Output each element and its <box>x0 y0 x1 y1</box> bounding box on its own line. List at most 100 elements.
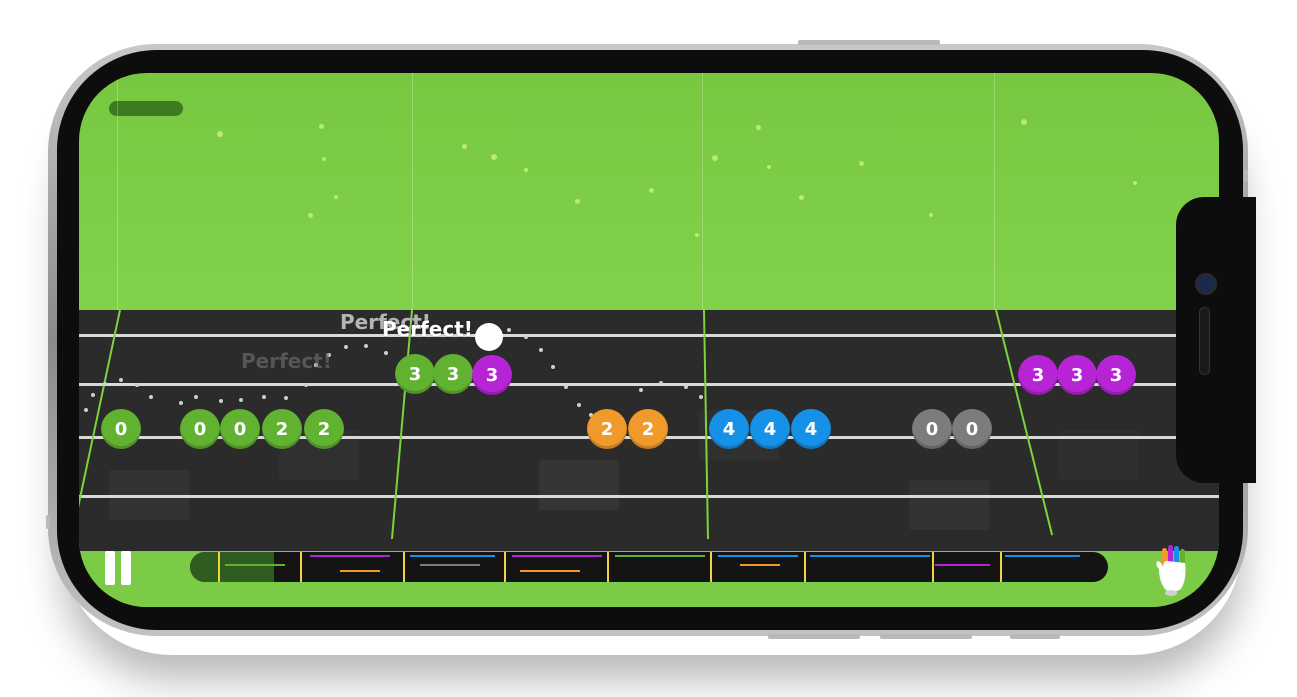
game-screen[interactable]: Perfect! Perfect! Perfect! 0 0 0 2 2 3 3… <box>79 73 1219 607</box>
timeline-section-marker <box>218 552 220 582</box>
timeline-note-dash <box>520 570 580 572</box>
side-button-2 <box>880 634 972 639</box>
sparkle <box>308 213 313 218</box>
note-purple[interactable]: 3 <box>1096 355 1136 395</box>
trail-dot <box>239 398 243 402</box>
timeline-played <box>190 552 274 582</box>
trail-dot <box>539 348 543 352</box>
sparkle <box>217 131 223 137</box>
board-tile <box>539 460 619 510</box>
trail-dot <box>684 385 688 389</box>
timeline-note-dash <box>310 555 390 557</box>
timeline-section-marker <box>504 552 506 582</box>
note-purple[interactable]: 3 <box>1018 355 1058 395</box>
pause-button[interactable] <box>105 551 131 585</box>
sparkle <box>799 195 804 200</box>
trail-dot <box>564 385 568 389</box>
trail-dot <box>91 393 95 397</box>
camera-icon <box>1195 273 1217 295</box>
sky-beat-line <box>994 73 995 310</box>
note-blue[interactable]: 4 <box>750 409 790 449</box>
timeline-section-marker <box>804 552 806 582</box>
trail-dot <box>219 399 223 403</box>
timeline-note-dash <box>340 570 380 572</box>
trail-dot <box>639 388 643 392</box>
song-progress-pill <box>109 101 183 116</box>
beat-line <box>995 309 1054 536</box>
trail-dot <box>344 345 348 349</box>
perfect-label: Perfect! <box>241 349 332 373</box>
hand-button[interactable] <box>1151 539 1191 599</box>
timeline-section-marker <box>932 552 934 582</box>
timeline-note-dash <box>810 555 930 557</box>
speaker-grille <box>1199 307 1210 375</box>
note-green[interactable]: 3 <box>395 354 435 394</box>
side-switch-left <box>46 515 50 529</box>
sparkle <box>695 233 699 237</box>
trail-dot <box>699 395 703 399</box>
sparkle <box>319 124 324 129</box>
side-switch <box>1244 170 1248 182</box>
trail-dot <box>284 396 288 400</box>
note-purple[interactable]: 3 <box>472 355 512 395</box>
bouncing-ball <box>475 323 503 351</box>
sky-beat-line <box>117 73 118 310</box>
pause-icon-bar <box>121 551 131 585</box>
trail-dot <box>551 365 555 369</box>
note-blue[interactable]: 4 <box>791 409 831 449</box>
note-green[interactable]: 3 <box>433 354 473 394</box>
trail-dot <box>384 351 388 355</box>
timeline-section-marker <box>607 552 609 582</box>
timeline-note-dash <box>718 555 798 557</box>
note-purple[interactable]: 3 <box>1057 355 1097 395</box>
note-green[interactable]: 0 <box>180 409 220 449</box>
guitar-string <box>79 334 1219 337</box>
sparkle <box>649 188 654 193</box>
sparkle <box>767 165 771 169</box>
sparkle <box>712 155 718 161</box>
note-blue[interactable]: 4 <box>709 409 749 449</box>
pause-icon <box>105 551 115 585</box>
timeline-note-dash <box>935 564 990 566</box>
trail-dot <box>659 381 663 385</box>
sparkle <box>1021 119 1027 125</box>
note-orange[interactable]: 2 <box>628 409 668 449</box>
note-green[interactable]: 0 <box>220 409 260 449</box>
trail-dot <box>364 344 368 348</box>
song-timeline[interactable] <box>190 552 1108 582</box>
sky-beat-line <box>412 73 413 310</box>
note-green[interactable]: 2 <box>304 409 344 449</box>
guitar-string <box>79 495 1219 498</box>
guitar-string <box>79 383 1219 386</box>
timeline-section-marker <box>1000 552 1002 582</box>
volume-button <box>798 40 940 45</box>
timeline-note-dash <box>410 555 495 557</box>
board-tile <box>909 480 989 530</box>
perfect-label: Perfect! <box>382 317 473 341</box>
sparkle <box>334 195 338 199</box>
sparkle <box>859 161 864 166</box>
timeline-note-dash <box>740 564 780 566</box>
trail-dot <box>262 395 266 399</box>
sparkle <box>462 144 467 149</box>
timeline-section-marker <box>300 552 302 582</box>
sky-beat-line <box>702 73 703 310</box>
timeline-section-marker <box>710 552 712 582</box>
timeline-note-dash <box>225 564 285 566</box>
note-green[interactable]: 2 <box>262 409 302 449</box>
sparkle <box>322 157 326 161</box>
phone-notch <box>1176 197 1256 483</box>
timeline-note-dash <box>420 564 480 566</box>
timeline-note-dash <box>615 555 705 557</box>
trail-dot <box>304 383 308 387</box>
note-green[interactable]: 0 <box>101 409 141 449</box>
trail-dot <box>314 363 318 367</box>
trail-dot <box>507 328 511 332</box>
trail-dot <box>135 383 139 387</box>
note-orange[interactable]: 2 <box>587 409 627 449</box>
timeline-section-marker <box>403 552 405 582</box>
perfect-label: Perfect! <box>340 310 431 334</box>
note-gray[interactable]: 0 <box>952 409 992 449</box>
note-gray[interactable]: 0 <box>912 409 952 449</box>
timeline-note-dash <box>1005 555 1080 557</box>
